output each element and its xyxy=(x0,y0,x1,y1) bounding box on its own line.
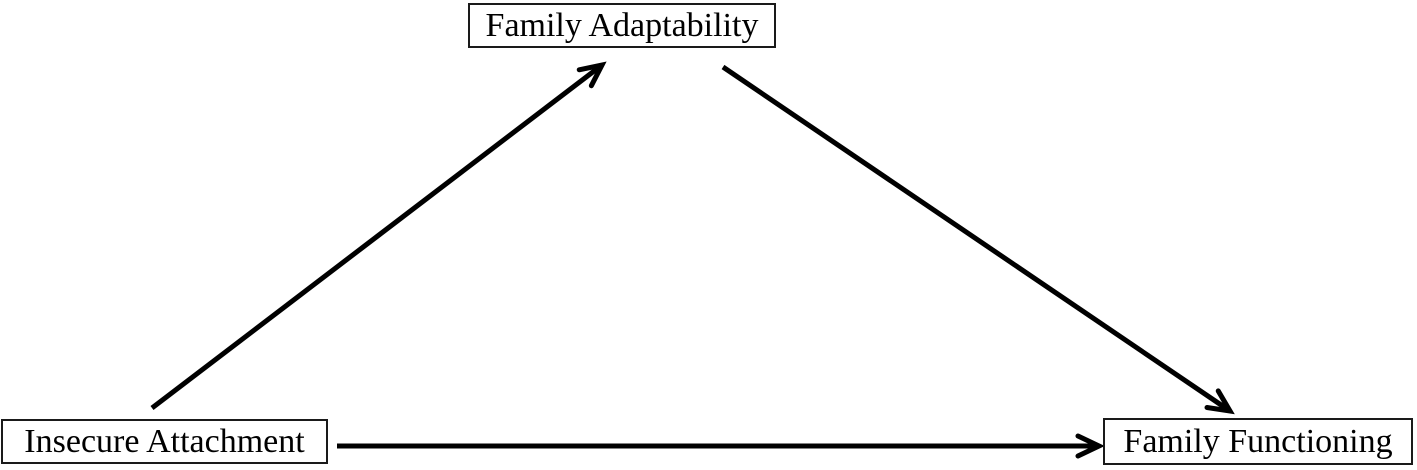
node-family-functioning: Family Functioning xyxy=(1103,418,1413,465)
node-family-functioning-label: Family Functioning xyxy=(1123,422,1393,460)
node-family-adaptability: Family Adaptability xyxy=(468,3,776,48)
arrow-family-adaptability-to-family-functioning xyxy=(721,64,1235,415)
node-family-adaptability-label: Family Adaptability xyxy=(485,6,759,44)
node-insecure-attachment-label: Insecure Attachment xyxy=(24,422,305,460)
arrow-insecure-attachment-to-family-adaptability xyxy=(150,61,607,410)
node-insecure-attachment: Insecure Attachment xyxy=(1,419,328,464)
